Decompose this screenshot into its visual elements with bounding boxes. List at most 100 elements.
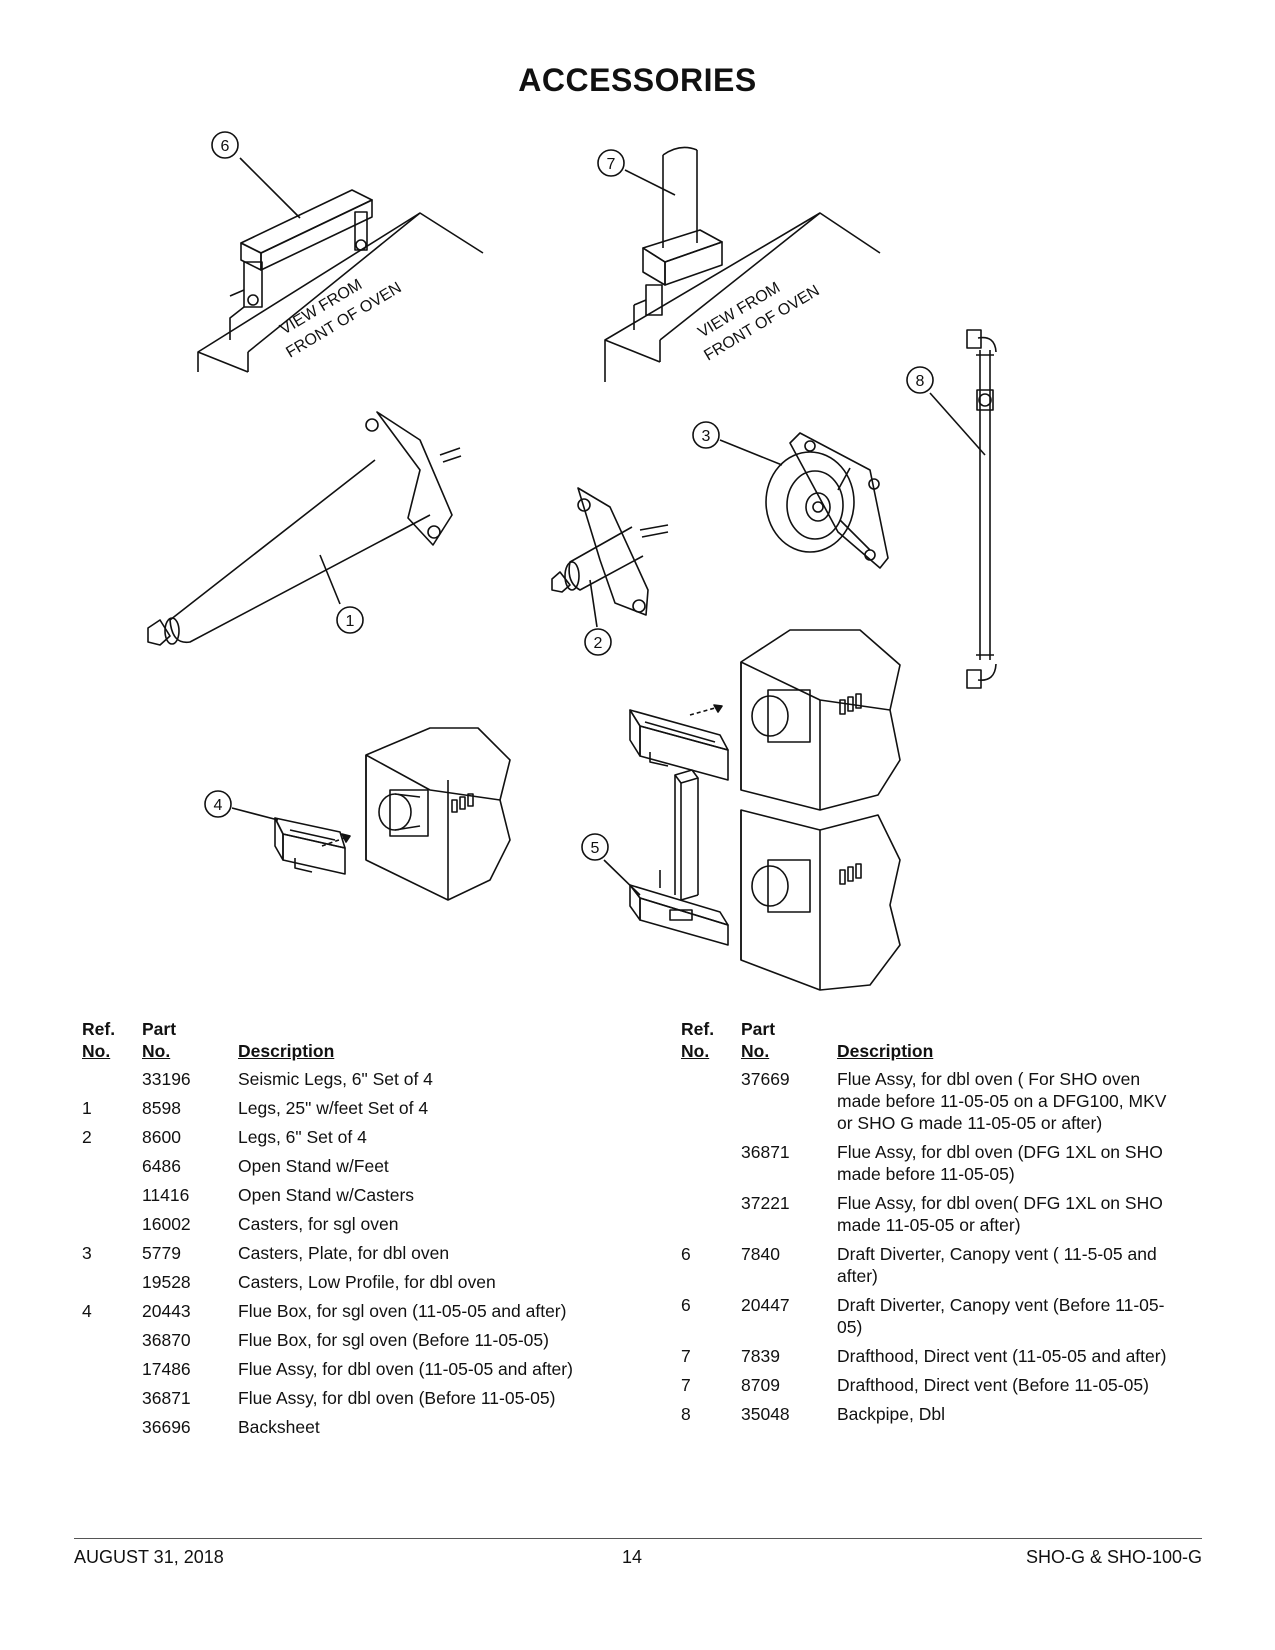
part-no: 5779 [142, 1243, 181, 1263]
table-row: 6486 Open Stand w/Feet [82, 1155, 578, 1184]
footer-model: SHO-G & SHO-100-G [1025, 1547, 1202, 1567]
part-no: 7840 [741, 1244, 780, 1264]
part-description: Open Stand w/Feet [238, 1156, 389, 1176]
part-description: Open Stand w/Casters [238, 1185, 415, 1205]
part-description: Backsheet [238, 1417, 320, 1437]
backpipe-drawing [966, 329, 997, 689]
part-description: Flue Assy, for dbl oven (Before 11-05-05… [238, 1388, 556, 1408]
part-no: 36696 [142, 1417, 191, 1437]
svg-text:3: 3 [702, 428, 711, 445]
part-description: Casters, for sgl oven [238, 1214, 399, 1234]
part-no: 37669 [741, 1069, 790, 1089]
ref-no [82, 1416, 142, 1445]
callout-3: 3 [692, 421, 783, 466]
part-no: 20443 [142, 1301, 191, 1321]
part-description: Draft Diverter, Canopy vent ( 11-5-05 an… [837, 1244, 1157, 1286]
drafthood-drawing [604, 146, 881, 382]
footer-page-number: 14 [622, 1547, 643, 1567]
table-row: 4 20443 Flue Box, for sgl oven (11-05-05 a… [82, 1300, 578, 1329]
svg-text:4: 4 [214, 797, 223, 814]
callout-8: 8 [906, 366, 986, 456]
part-no: 6486 [142, 1156, 181, 1176]
part-no: 7839 [741, 1346, 780, 1366]
part-description: Flue Box, for sgl oven (11-05-05 and aft… [238, 1301, 567, 1321]
svg-text:1: 1 [346, 613, 355, 630]
part-description: Seismic Legs, 6" Set of 4 [238, 1069, 433, 1089]
table-row: 17486 Flue Assy, for dbl oven (11-05-05 a… [82, 1358, 578, 1387]
ref-no [82, 1068, 142, 1097]
part-no: 37221 [741, 1193, 790, 1213]
ref-no [82, 1329, 142, 1358]
table-row: 19528 Casters, Low Profile, for dbl oven [82, 1271, 578, 1300]
flue-box-sgl-drawing [274, 727, 511, 901]
part-description: Flue Box, for sgl oven (Before 11-05-05) [238, 1330, 549, 1350]
ref-no: 1 [82, 1098, 92, 1118]
table-row: 6 7840 Draft Diverter, Canopy vent ( 11-5-… [681, 1243, 1177, 1294]
part-no: 8600 [142, 1127, 181, 1147]
part-no: 36871 [741, 1142, 790, 1162]
part-description: Draft Diverter, Canopy vent (Before 11-0… [837, 1295, 1165, 1337]
svg-text:8: 8 [916, 373, 925, 390]
part-description: Casters, Low Profile, for dbl oven [238, 1272, 496, 1292]
callout-4: 4 [204, 790, 279, 821]
header-ref: Ref. No. [681, 1019, 715, 1061]
part-description: Flue Assy, for dbl oven (11-05-05 and af… [238, 1359, 573, 1379]
table-row: 36871 Flue Assy, for dbl oven (Before 11-… [82, 1387, 578, 1416]
table-row: 11416 Open Stand w/Casters [82, 1184, 578, 1213]
callout-7: 7 [597, 149, 676, 196]
part-description: Flue Assy, for dbl oven (DFG 1XL on SHO … [837, 1142, 1163, 1184]
svg-text:6: 6 [221, 138, 230, 155]
ref-no: 7 [681, 1346, 691, 1366]
part-description: Drafthood, Direct vent (Before 11-05-05) [837, 1375, 1149, 1395]
part-no: 8709 [741, 1375, 780, 1395]
part-description: Casters, Plate, for dbl oven [238, 1243, 450, 1263]
ref-no [681, 1192, 741, 1243]
part-no: 17486 [142, 1359, 191, 1379]
ref-no [82, 1271, 142, 1300]
part-no: 36871 [142, 1388, 191, 1408]
callout-2: 2 [584, 579, 612, 656]
ref-no [82, 1184, 142, 1213]
part-no: 8598 [142, 1098, 181, 1118]
ref-no [82, 1387, 142, 1416]
callout-6: 6 [211, 131, 301, 219]
part-no: 36870 [142, 1330, 191, 1350]
part-description: Legs, 25" w/feet Set of 4 [238, 1098, 429, 1118]
svg-text:2: 2 [594, 635, 603, 652]
ref-no: 7 [681, 1375, 691, 1395]
part-no: 20447 [741, 1295, 790, 1315]
ref-no: 6 [681, 1244, 691, 1264]
table-row: 7 7839 Drafthood, Direct vent (11-05-05 an… [681, 1345, 1177, 1374]
ref-no [82, 1155, 142, 1184]
part-description: Drafthood, Direct vent (11-05-05 and aft… [837, 1346, 1167, 1366]
ref-no [681, 1141, 741, 1192]
header-part: Part No. [741, 1019, 776, 1061]
leg-6-drawing [551, 487, 669, 616]
ref-no [681, 1068, 741, 1141]
header-description: Description [837, 1041, 934, 1061]
part-no: 35048 [741, 1404, 790, 1424]
footer-date: AUGUST 31, 2018 [74, 1547, 224, 1567]
callout-1: 1 [319, 554, 364, 634]
header-description: Description [238, 1041, 335, 1061]
part-no: 11416 [142, 1185, 190, 1205]
caster-plate-drawing [765, 432, 889, 569]
ref-no: 4 [82, 1301, 92, 1321]
accessories-exploded-diagram: VIEW FROM FRONT OF OVEN VIEW FROM FRONT … [147, 131, 997, 991]
ref-no: 6 [681, 1295, 691, 1315]
part-no: 19528 [142, 1272, 191, 1292]
callout-5: 5 [581, 833, 641, 896]
part-description: Legs, 6" Set of 4 [238, 1127, 367, 1147]
ref-no: 2 [82, 1127, 92, 1147]
svg-text:5: 5 [591, 840, 600, 857]
ref-no [82, 1213, 142, 1242]
header-ref: Ref. No. [82, 1019, 116, 1061]
ref-no: 8 [681, 1404, 691, 1424]
table-row: 36696 Backsheet [82, 1416, 578, 1445]
